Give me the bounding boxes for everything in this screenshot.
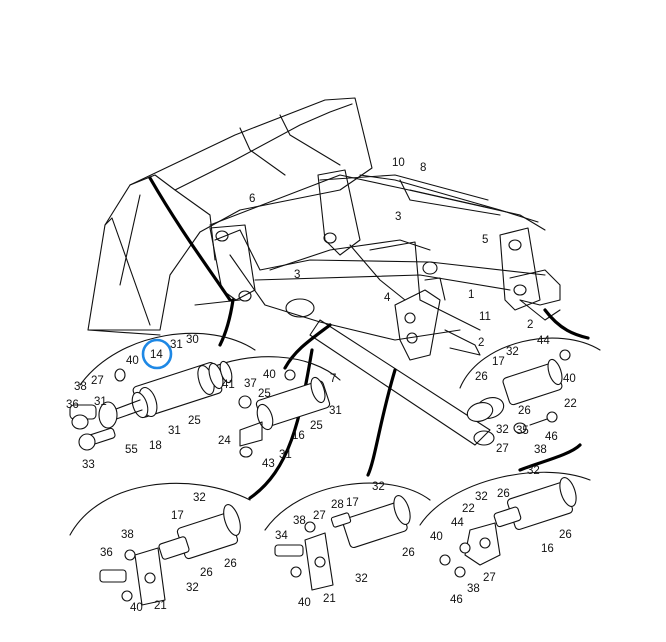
callout: 36 bbox=[66, 399, 79, 411]
callout: 38 bbox=[467, 583, 480, 595]
callout-highlighted: 14 bbox=[150, 349, 163, 361]
callout: 7 bbox=[330, 373, 336, 385]
callout: 18 bbox=[149, 440, 162, 452]
callout: 26 bbox=[475, 371, 488, 383]
callout: 17 bbox=[171, 510, 184, 522]
callout: 27 bbox=[91, 375, 104, 387]
callout: 41 bbox=[222, 379, 235, 391]
callout: 16 bbox=[541, 543, 554, 555]
callout: 6 bbox=[249, 193, 255, 205]
callout: 17 bbox=[492, 356, 505, 368]
callout: 32 bbox=[527, 465, 540, 477]
callout: 10 bbox=[392, 157, 405, 169]
callout: 27 bbox=[483, 572, 496, 584]
callout: 16 bbox=[292, 430, 305, 442]
callout: 40 bbox=[263, 369, 276, 381]
callout: 26 bbox=[402, 547, 415, 559]
callout: 32 bbox=[506, 346, 519, 358]
callout: 33 bbox=[82, 459, 95, 471]
callout: 11 bbox=[479, 311, 491, 323]
callout: 38 bbox=[534, 444, 547, 456]
inset-bc-parts bbox=[274, 495, 411, 591]
callout: 26 bbox=[559, 529, 572, 541]
callout: 30 bbox=[186, 334, 199, 346]
callout: 40 bbox=[130, 602, 143, 614]
callout: 38 bbox=[121, 529, 134, 541]
callout: 5 bbox=[482, 234, 488, 246]
highlight-ring bbox=[141, 338, 173, 370]
callout: 3 bbox=[294, 269, 300, 281]
callout: 21 bbox=[323, 593, 336, 605]
callout: 38 bbox=[293, 515, 306, 527]
callout: 26 bbox=[518, 405, 531, 417]
callout: 8 bbox=[420, 162, 426, 174]
callout: 34 bbox=[275, 530, 288, 542]
callout: 25 bbox=[258, 388, 271, 400]
callout: 38 bbox=[74, 381, 87, 393]
callout: 40 bbox=[563, 373, 576, 385]
callout: 28 bbox=[331, 499, 344, 511]
callout: 31 bbox=[170, 339, 183, 351]
callout: 36 bbox=[100, 547, 113, 559]
callout: 25 bbox=[188, 415, 201, 427]
leader-curves bbox=[148, 176, 590, 500]
callout: 2 bbox=[527, 319, 533, 331]
callout: 17 bbox=[346, 497, 359, 509]
callout: 40 bbox=[126, 355, 139, 367]
callout: 3 bbox=[395, 211, 401, 223]
callout: 43 bbox=[262, 458, 275, 470]
callout: 26 bbox=[224, 558, 237, 570]
callout: 44 bbox=[537, 335, 550, 347]
callout: 22 bbox=[462, 503, 475, 515]
callout: 21 bbox=[154, 600, 167, 612]
callout: 26 bbox=[200, 567, 213, 579]
callout: 31 bbox=[168, 425, 181, 437]
callout: 32 bbox=[496, 424, 509, 436]
inset-c-parts bbox=[238, 369, 331, 458]
callout: 27 bbox=[313, 510, 326, 522]
loader-arms bbox=[209, 169, 561, 446]
callout: 46 bbox=[450, 594, 463, 606]
callout: 1 bbox=[468, 289, 474, 301]
callout: 35 bbox=[516, 425, 529, 437]
callout: 32 bbox=[186, 582, 199, 594]
callout: 24 bbox=[218, 435, 231, 447]
inset-tl-parts bbox=[69, 360, 233, 451]
inset-bl-parts bbox=[99, 504, 241, 606]
callout: 40 bbox=[430, 531, 443, 543]
callout: 40 bbox=[298, 597, 311, 609]
callout: 32 bbox=[372, 481, 385, 493]
callout: 2 bbox=[478, 337, 484, 349]
callout: 22 bbox=[564, 398, 577, 410]
inset-r-parts bbox=[466, 349, 571, 434]
callout: 46 bbox=[545, 431, 558, 443]
callout: 32 bbox=[193, 492, 206, 504]
callout: 32 bbox=[355, 573, 368, 585]
callout: 31 bbox=[94, 396, 107, 408]
callout: 55 bbox=[125, 444, 138, 456]
callout: 32 bbox=[475, 491, 488, 503]
inset-br-parts bbox=[439, 477, 577, 578]
callout: 31 bbox=[329, 405, 342, 417]
callout: 27 bbox=[496, 443, 509, 455]
callout: 37 bbox=[244, 378, 257, 390]
callout: 26 bbox=[497, 488, 510, 500]
callout: 25 bbox=[310, 420, 323, 432]
callout: 4 bbox=[384, 292, 391, 304]
callout: 44 bbox=[451, 517, 464, 529]
callout: 31 bbox=[279, 449, 292, 461]
